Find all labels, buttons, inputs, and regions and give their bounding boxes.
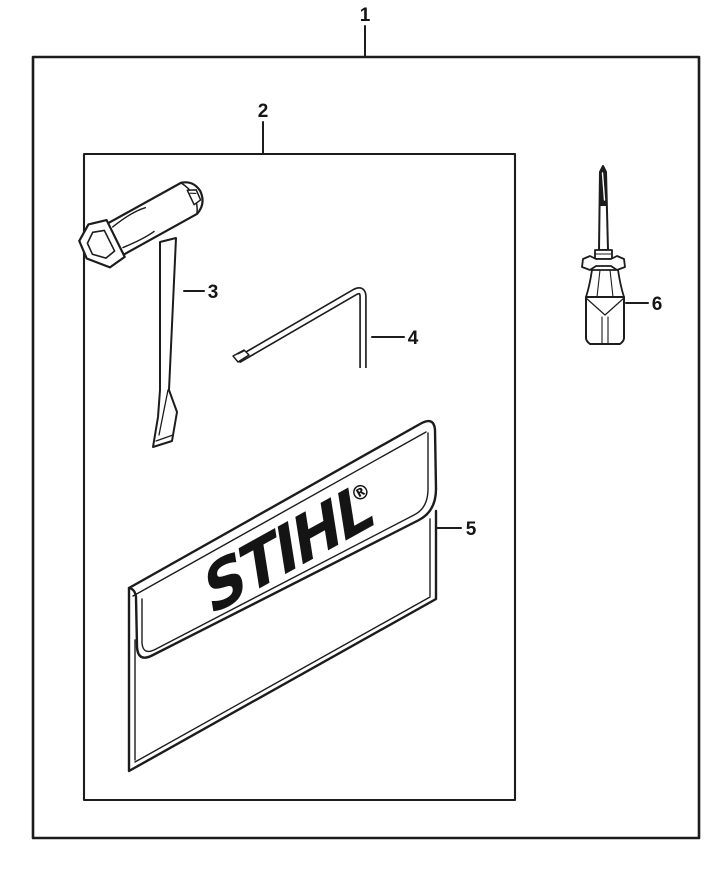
wrench-hex-cup-outer xyxy=(78,218,126,269)
callout-4-label[interactable]: 4 xyxy=(408,328,419,349)
l-key-tip-face xyxy=(232,349,250,363)
screwdriver-drawing xyxy=(581,165,626,345)
l-key-tip-spline-line xyxy=(237,350,245,355)
wrench-socket-body xyxy=(105,181,204,256)
l-shaped-key-drawing xyxy=(232,287,367,368)
screwdriver-collar-wings xyxy=(581,255,626,271)
wrench-body-flat-line-top xyxy=(111,206,147,228)
callout-1-label[interactable]: 1 xyxy=(360,5,371,26)
screwdriver-neck-facet-right xyxy=(609,269,614,298)
screwdriver-handle-neck xyxy=(585,269,625,298)
wrench-blade-grind-line xyxy=(158,389,169,436)
callout-6-label[interactable]: 6 xyxy=(652,294,663,315)
wrench-hex-cup-opening xyxy=(86,229,116,259)
callout-5-label[interactable]: 5 xyxy=(466,519,477,540)
pouch-flap-top-seam xyxy=(132,431,427,597)
callout-2-label[interactable]: 2 xyxy=(258,101,269,122)
wrench-small-end-inner-line xyxy=(189,192,197,194)
wrench-body-flat-line-bottom xyxy=(122,230,155,249)
l-key-fill xyxy=(236,288,366,368)
screwdriver-handle-chamfer xyxy=(585,297,625,316)
callout-4[interactable]: 4 xyxy=(371,328,419,349)
callout-6[interactable]: 6 xyxy=(625,294,663,315)
screwdriver-neck-facet-left xyxy=(596,269,601,298)
screwdriver-blade-highlight xyxy=(601,172,606,201)
wrench-shaft xyxy=(152,237,178,448)
callout-3-label[interactable]: 3 xyxy=(208,282,219,303)
tool-pouch-drawing: STIHL ® xyxy=(127,419,438,773)
pouch-flap-edging xyxy=(141,432,429,653)
callout-5[interactable]: 5 xyxy=(435,519,477,540)
spark-plug-socket-wrench-drawing xyxy=(78,181,204,448)
wrench-blade-tip-line xyxy=(155,434,174,442)
callout-3[interactable]: 3 xyxy=(183,282,219,303)
callout-2[interactable]: 2 xyxy=(258,101,269,154)
screwdriver-handle-body xyxy=(585,296,625,345)
pouch-body-bottom-seam xyxy=(134,596,431,763)
callout-1[interactable]: 1 xyxy=(360,5,371,57)
